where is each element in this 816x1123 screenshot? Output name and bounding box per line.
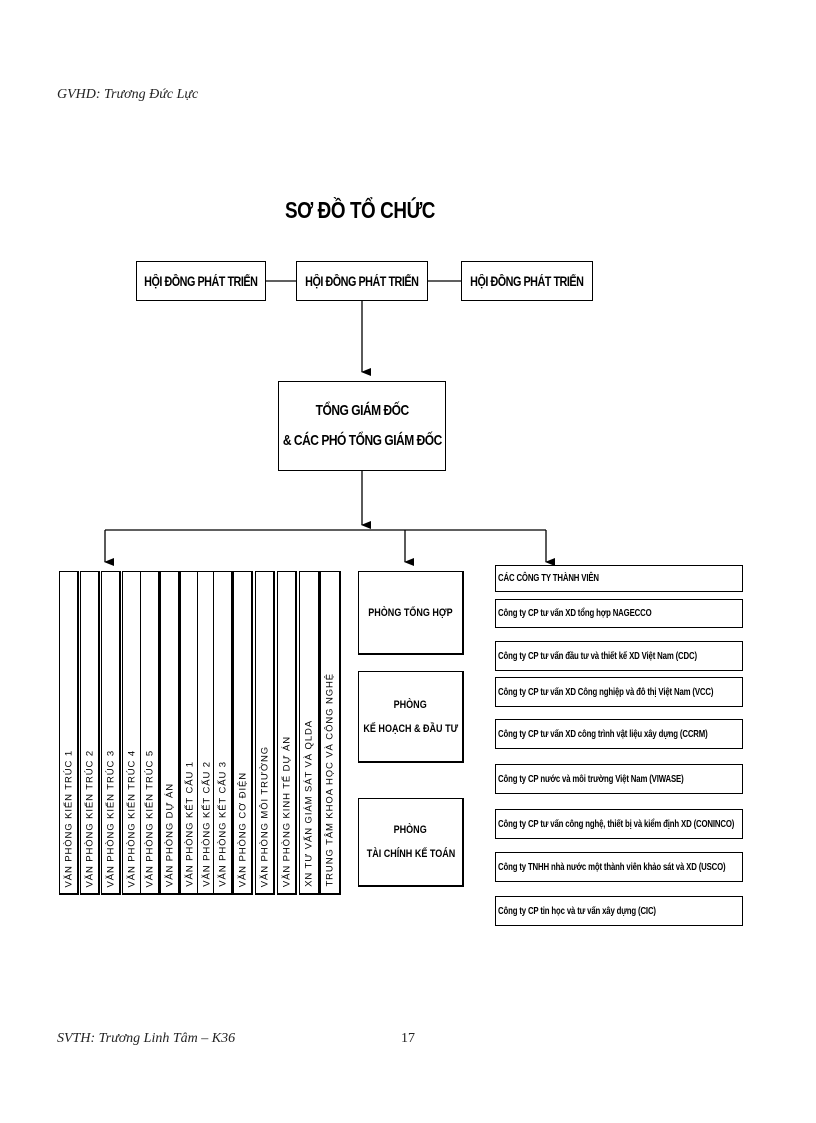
board-box-3: HỘI ĐỒNG PHÁT TRIỂN [461, 261, 593, 301]
company-item-3: Công ty CP tư vấn XD Công nghiệp và đô t… [495, 677, 743, 707]
company-item-1: Công ty CP tư vấn XD tổng hợp NAGECCO [495, 599, 743, 628]
office-box-14: TRUNG TÂM KHOA HỌC VÀ CÔNG NGHỆ [320, 571, 341, 895]
office-box-12: VĂN PHÒNG KINH TẾ DỰ ÁN [277, 571, 297, 895]
department-box-general: PHÒNG TỔNG HỢP [358, 571, 464, 655]
office-box-6: VĂN PHÒNG DỰ ÁN [160, 571, 180, 895]
office-box-13: XN TƯ VẤN GIÁM SÁT VÀ QLDA [299, 571, 320, 895]
company-item-4: Công ty CP tư vấn XD công trình vật liệu… [495, 719, 743, 749]
office-box-9: VĂN PHÒNG KẾT CẤU 3 [213, 571, 233, 895]
office-box-3: VĂN PHÒNG KIẾN TRÚC 3 [101, 571, 121, 895]
chart-title: SƠ ĐỒ TỔ CHỨC [284, 197, 436, 223]
supervisor-header: GVHD: Trương Đức Lực [57, 87, 199, 102]
department-box-planning: PHÒNG KẾ HOẠCH & ĐẦU TƯ [358, 671, 464, 763]
student-footer: SVTH: Trương Linh Tâm – K36 [57, 1031, 236, 1046]
office-box-10: VĂN PHÒNG CƠ ĐIỆN [233, 571, 253, 895]
ceo-line-2: & CÁC PHÓ TỔNG GIÁM ĐỐC [282, 432, 442, 449]
company-item-2: Công ty CP tư vấn đầu tư và thiết kế XD … [495, 641, 743, 671]
company-item-8: Công ty CP tin học và tư vấn xây dựng (C… [495, 896, 743, 926]
office-box-5: VĂN PHÒNG KIẾN TRÚC 5 [140, 571, 160, 895]
office-box-11: VĂN PHÒNG MÔI TRƯỜNG [255, 571, 275, 895]
company-item-5: Công ty CP nước và môi trường Việt Nam (… [495, 764, 743, 794]
department-box-finance: PHÒNG TÀI CHÍNH KẾ TOÁN [358, 798, 464, 887]
office-box-2: VĂN PHÒNG KIẾN TRÚC 2 [80, 571, 100, 895]
page-number: 17 [401, 1031, 415, 1046]
board-box-2: HỘI ĐỒNG PHÁT TRIỂN [296, 261, 428, 301]
office-box-1: VĂN PHÒNG KIẾN TRÚC 1 [59, 571, 79, 895]
company-item-6: Công ty CP tư vấn công nghệ, thiết bị và… [495, 809, 743, 839]
board-box-1: HỘI ĐỒNG PHÁT TRIỂN [136, 261, 266, 301]
companies-header: CÁC CÔNG TY THÀNH VIÊN [495, 565, 743, 592]
ceo-line-1: TỔNG GIÁM ĐỐC [315, 402, 409, 419]
ceo-box: TỔNG GIÁM ĐỐC & CÁC PHÓ TỔNG GIÁM ĐỐC [278, 381, 446, 471]
company-item-7: Công ty TNHH nhà nước một thành viên khả… [495, 852, 743, 882]
office-box-4: VĂN PHÒNG KIẾN TRÚC 4 [122, 571, 142, 895]
